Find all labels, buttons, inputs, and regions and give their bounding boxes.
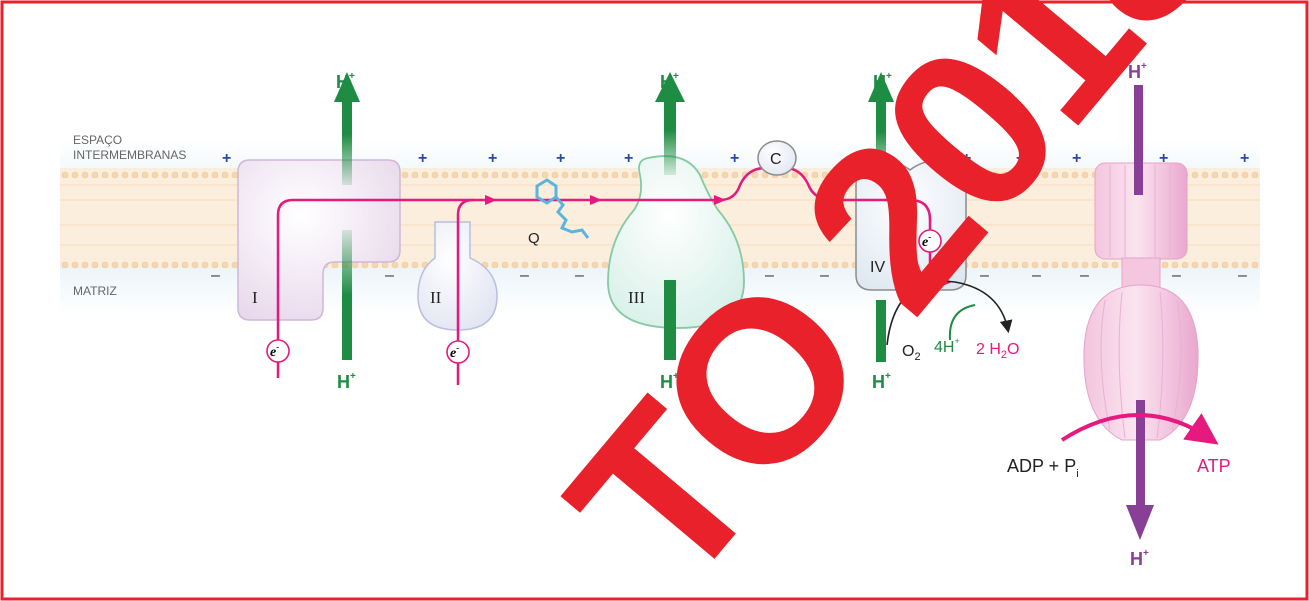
- svg-text:H+: H+: [1130, 548, 1149, 569]
- atp-label: ATP: [1197, 456, 1231, 476]
- four-h-label: 4H+: [934, 336, 960, 356]
- svg-text:+: +: [556, 150, 565, 167]
- ubiquinone-label: Q: [528, 230, 540, 247]
- svg-text:–: –: [765, 267, 774, 284]
- adp-label: ADP + Pi: [1007, 456, 1079, 480]
- svg-text:–: –: [575, 267, 584, 284]
- svg-text:+: +: [730, 150, 739, 167]
- proton-arrow-complex-3: [655, 72, 685, 360]
- proton-arrow-complex-1: [334, 72, 360, 360]
- intermembrane-label-2: INTERMEMBRANAS: [73, 148, 186, 162]
- svg-text:H+: H+: [873, 71, 892, 92]
- proton-arrow-complex-4: [868, 72, 894, 362]
- svg-text:–: –: [1172, 267, 1181, 284]
- svg-text:+: +: [1072, 150, 1081, 167]
- svg-text:H+: H+: [337, 371, 356, 392]
- o2-reaction-arrow: [886, 280, 1013, 346]
- four-h-arrow: [948, 304, 976, 341]
- svg-text:–: –: [520, 267, 529, 284]
- electron-carrier-2: e-: [446, 340, 470, 364]
- ubiquinone-icon: [535, 178, 590, 239]
- complex-4: [855, 158, 967, 291]
- water-label: 2 H2O: [976, 341, 1019, 361]
- complex-4-label: IV: [870, 259, 885, 276]
- complex-3-label: III: [628, 288, 645, 307]
- svg-text:–: –: [211, 267, 220, 284]
- svg-text:–: –: [385, 267, 394, 284]
- svg-text:–: –: [1238, 267, 1247, 284]
- svg-text:H+: H+: [660, 371, 679, 392]
- svg-text:e-: e-: [922, 232, 931, 250]
- svg-text:–: –: [1032, 267, 1041, 284]
- matrix-label: MATRIZ: [73, 284, 117, 298]
- svg-text:+: +: [1240, 150, 1249, 167]
- svg-text:+: +: [222, 150, 231, 167]
- svg-text:H+: H+: [660, 71, 679, 92]
- adp-to-atp-arrow: [1060, 413, 1219, 445]
- o2-label: O2: [902, 343, 921, 363]
- svg-text:–: –: [980, 267, 989, 284]
- svg-text:–: –: [1080, 267, 1089, 284]
- svg-text:–: –: [820, 267, 829, 284]
- electron-carrier-4: e-: [918, 229, 942, 253]
- complex-2-label: II: [430, 288, 442, 307]
- svg-text:e-: e-: [270, 342, 279, 360]
- svg-text:H+: H+: [336, 71, 355, 92]
- cytochrome-c: [757, 140, 797, 176]
- svg-text:H+: H+: [1128, 61, 1147, 82]
- electron-path-complex-2: [456, 198, 474, 385]
- svg-text:e-: e-: [450, 343, 459, 361]
- proton-arrow-atp-synthase: [1126, 85, 1154, 540]
- electron-carrier-1: e-: [266, 339, 290, 363]
- complex-1-label: I: [252, 288, 258, 307]
- svg-text:H+: H+: [872, 371, 891, 392]
- svg-text:+: +: [1016, 150, 1025, 167]
- proton-labels: H+ H+ H+ H+ H+ H+: [336, 71, 892, 392]
- svg-text:+: +: [1159, 150, 1168, 167]
- svg-text:+: +: [418, 150, 427, 167]
- svg-text:+: +: [488, 150, 497, 167]
- plus-signs: + + + + + + + + + + + +: [222, 150, 1249, 167]
- svg-text:+: +: [624, 150, 633, 167]
- svg-text:+: +: [962, 150, 971, 167]
- intermembrane-label: ESPAÇO: [73, 133, 122, 147]
- atp-synthase: [1083, 162, 1199, 441]
- cytochrome-c-label: C: [770, 151, 782, 168]
- atp-synthase-proton-labels: H+ H+: [1128, 61, 1149, 569]
- svg-text:+: +: [848, 150, 857, 167]
